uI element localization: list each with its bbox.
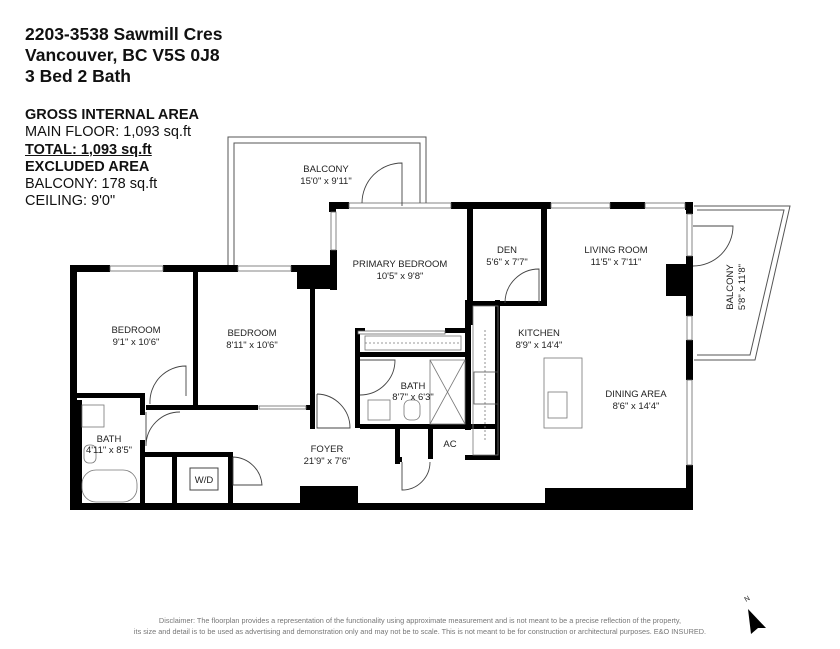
room-bath-main-dims: 8'7" x 6'3" xyxy=(392,392,434,403)
washer-dryer-box xyxy=(189,467,219,491)
gross-area-heading: GROSS INTERNAL AREA xyxy=(25,107,200,123)
room-dining-dims: 8'6" x 14'4" xyxy=(613,401,660,412)
room-wd-name: W/D xyxy=(195,475,214,486)
left-bath-fixtures xyxy=(81,404,138,503)
kitchen-fixtures xyxy=(472,305,583,456)
windows xyxy=(109,202,693,466)
walls xyxy=(70,202,693,510)
compass-label: N xyxy=(744,595,752,604)
room-living-dims: 11'5" x 7'11" xyxy=(591,257,642,268)
room-balcony-right-dims: 5'8" x 11'8" xyxy=(737,264,748,310)
balcony-right-outline xyxy=(694,205,791,361)
bath-fixtures xyxy=(364,335,466,425)
room-foyer-name: FOYER xyxy=(311,444,344,455)
room-labels: BALCONY 15'0" x 9'11" PRIMARY BEDROOM 10… xyxy=(86,164,748,486)
beds-baths: 3 Bed 2 Bath xyxy=(25,66,131,86)
room-primary-bedroom-name: PRIMARY BEDROOM xyxy=(353,259,448,270)
area-summary: GROSS INTERNAL AREA MAIN FLOOR: 1,093 sq… xyxy=(25,107,199,211)
room-foyer-dims: 21'9" x 7'6" xyxy=(304,456,351,467)
room-kitchen-dims: 8'9" x 14'4" xyxy=(516,340,563,351)
room-ac-name: AC xyxy=(443,439,456,450)
address-line-1: 2203-3538 Sawmill Cres xyxy=(25,24,223,44)
room-balcony-right-name: BALCONY xyxy=(725,264,736,310)
room-bath-main-name: BATH xyxy=(401,381,426,392)
disclaimer-line-1: Disclaimer: The floorplan provides a rep… xyxy=(158,616,682,625)
excluded-area-heading: EXCLUDED AREA xyxy=(25,158,150,175)
room-bath-left-dims: 4'11" x 8'5" xyxy=(86,445,132,456)
main-floor-area: MAIN FLOOR: 1,093 sq.ft xyxy=(25,124,191,141)
disclaimer-line-2: its size and detail is to be used as adv… xyxy=(133,627,707,636)
listing-header: 2203-3538 Sawmill Cres Vancouver, BC V5S… xyxy=(25,24,223,87)
address-line-2: Vancouver, BC V5S 0J8 xyxy=(25,45,220,65)
room-primary-bedroom-dims: 10'5" x 9'8" xyxy=(377,271,424,282)
room-den-dims: 5'6" x 7'7" xyxy=(486,257,528,268)
north-arrow-icon: N xyxy=(744,595,766,634)
room-bedroom-1-dims: 9'1" x 10'6" xyxy=(113,337,160,348)
room-bedroom-2-name: BEDROOM xyxy=(227,328,276,339)
room-bedroom-1-name: BEDROOM xyxy=(111,325,160,336)
room-kitchen-name: KITCHEN xyxy=(518,328,560,339)
room-balcony-top-dims: 15'0" x 9'11" xyxy=(300,176,351,187)
total-area: TOTAL: 1,093 sq.ft xyxy=(25,141,152,158)
balcony-area: BALCONY: 178 sq.ft xyxy=(25,176,158,193)
ceiling-height: CEILING: 9'0" xyxy=(25,193,116,210)
balcony-top-outline xyxy=(227,136,427,267)
room-balcony-top-name: BALCONY xyxy=(303,164,349,175)
room-bath-left-name: BATH xyxy=(97,434,122,445)
room-bedroom-2-dims: 8'11" x 10'6" xyxy=(226,340,277,351)
doors xyxy=(145,162,734,491)
room-living-name: LIVING ROOM xyxy=(584,245,647,256)
room-dining-name: DINING AREA xyxy=(605,389,667,400)
room-den-name: DEN xyxy=(497,245,517,256)
